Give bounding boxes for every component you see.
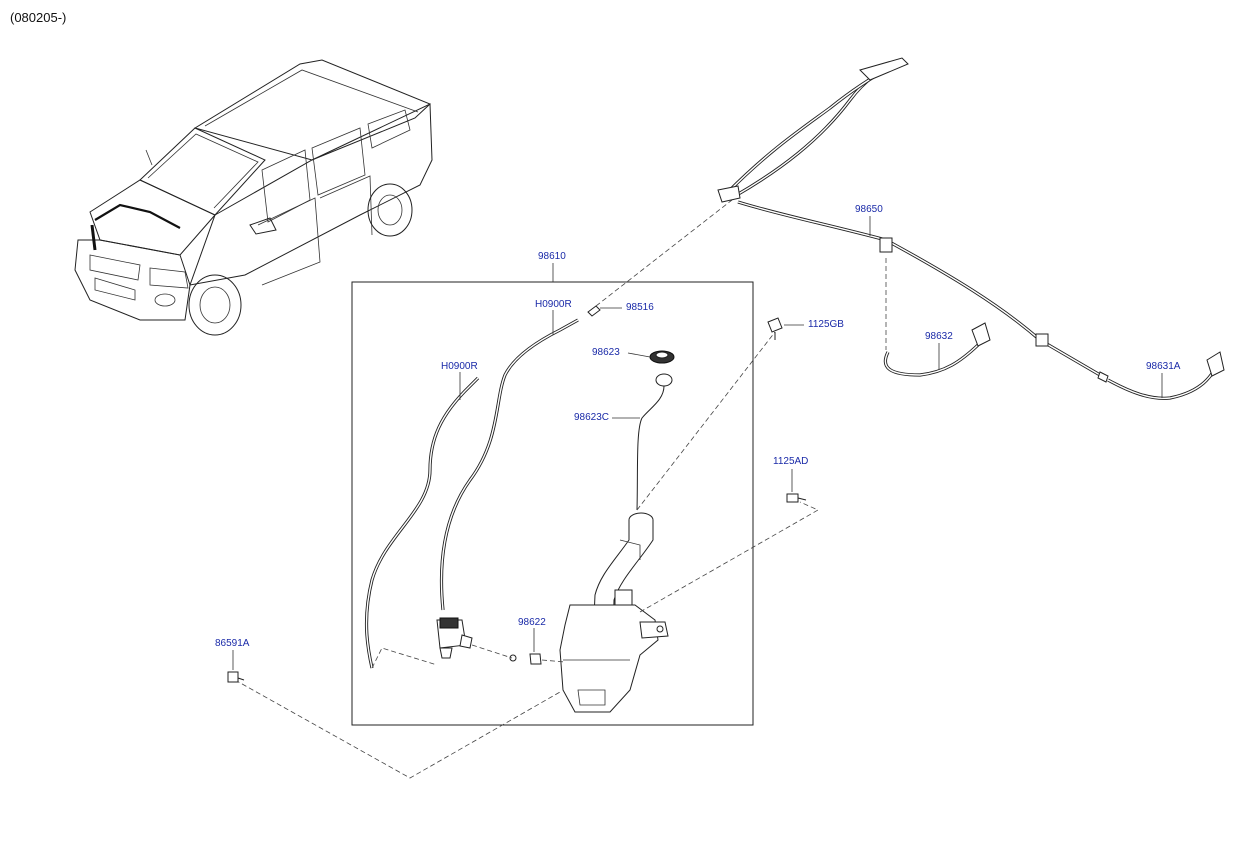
label-1125gb: 1125GB — [808, 319, 844, 330]
bolt-1125gb: 1125GB — [767, 317, 844, 340]
bolt-1125ad: 1125AD — [773, 456, 808, 503]
label-h0900r-left: H0900R — [441, 361, 478, 372]
cap-98623: 98623 — [592, 347, 675, 364]
assembly-frame — [351, 281, 754, 726]
connector-98516: 98516 — [587, 302, 654, 317]
hose-h0900r-left: H0900R — [364, 361, 480, 669]
assembly-98610: 98610 — [351, 251, 754, 726]
label-1125ad: 1125AD — [773, 456, 808, 467]
hose-h0900r-right: H0900R — [439, 299, 579, 611]
grommet-98622: 98622 — [509, 617, 546, 665]
label-86591a: 86591A — [215, 638, 250, 649]
diagram-code: (080205-) — [10, 10, 66, 25]
label-98623c: 98623C — [574, 412, 609, 423]
label-98623: 98623 — [592, 347, 620, 358]
clip-86591a: 86591A — [215, 638, 250, 683]
label-98650: 98650 — [855, 204, 883, 215]
leader-lines — [234, 199, 887, 779]
label-98631a: 98631A — [1146, 361, 1181, 372]
cap-98623c: 98623C — [574, 373, 673, 511]
hose-98632: 98632 — [883, 322, 991, 377]
hose-98631a: 98631A — [1107, 351, 1225, 400]
label-98516: 98516 — [626, 302, 654, 313]
vehicle-illustration — [74, 59, 433, 336]
label-98610: 98610 — [538, 251, 566, 262]
hose-assembly-98650: 98650 — [717, 57, 1109, 383]
label-98632: 98632 — [925, 331, 953, 342]
label-98622: 98622 — [518, 617, 546, 628]
label-h0900r-right: H0900R — [535, 299, 572, 310]
washer-reservoir — [559, 512, 669, 713]
washer-pump — [436, 617, 473, 659]
